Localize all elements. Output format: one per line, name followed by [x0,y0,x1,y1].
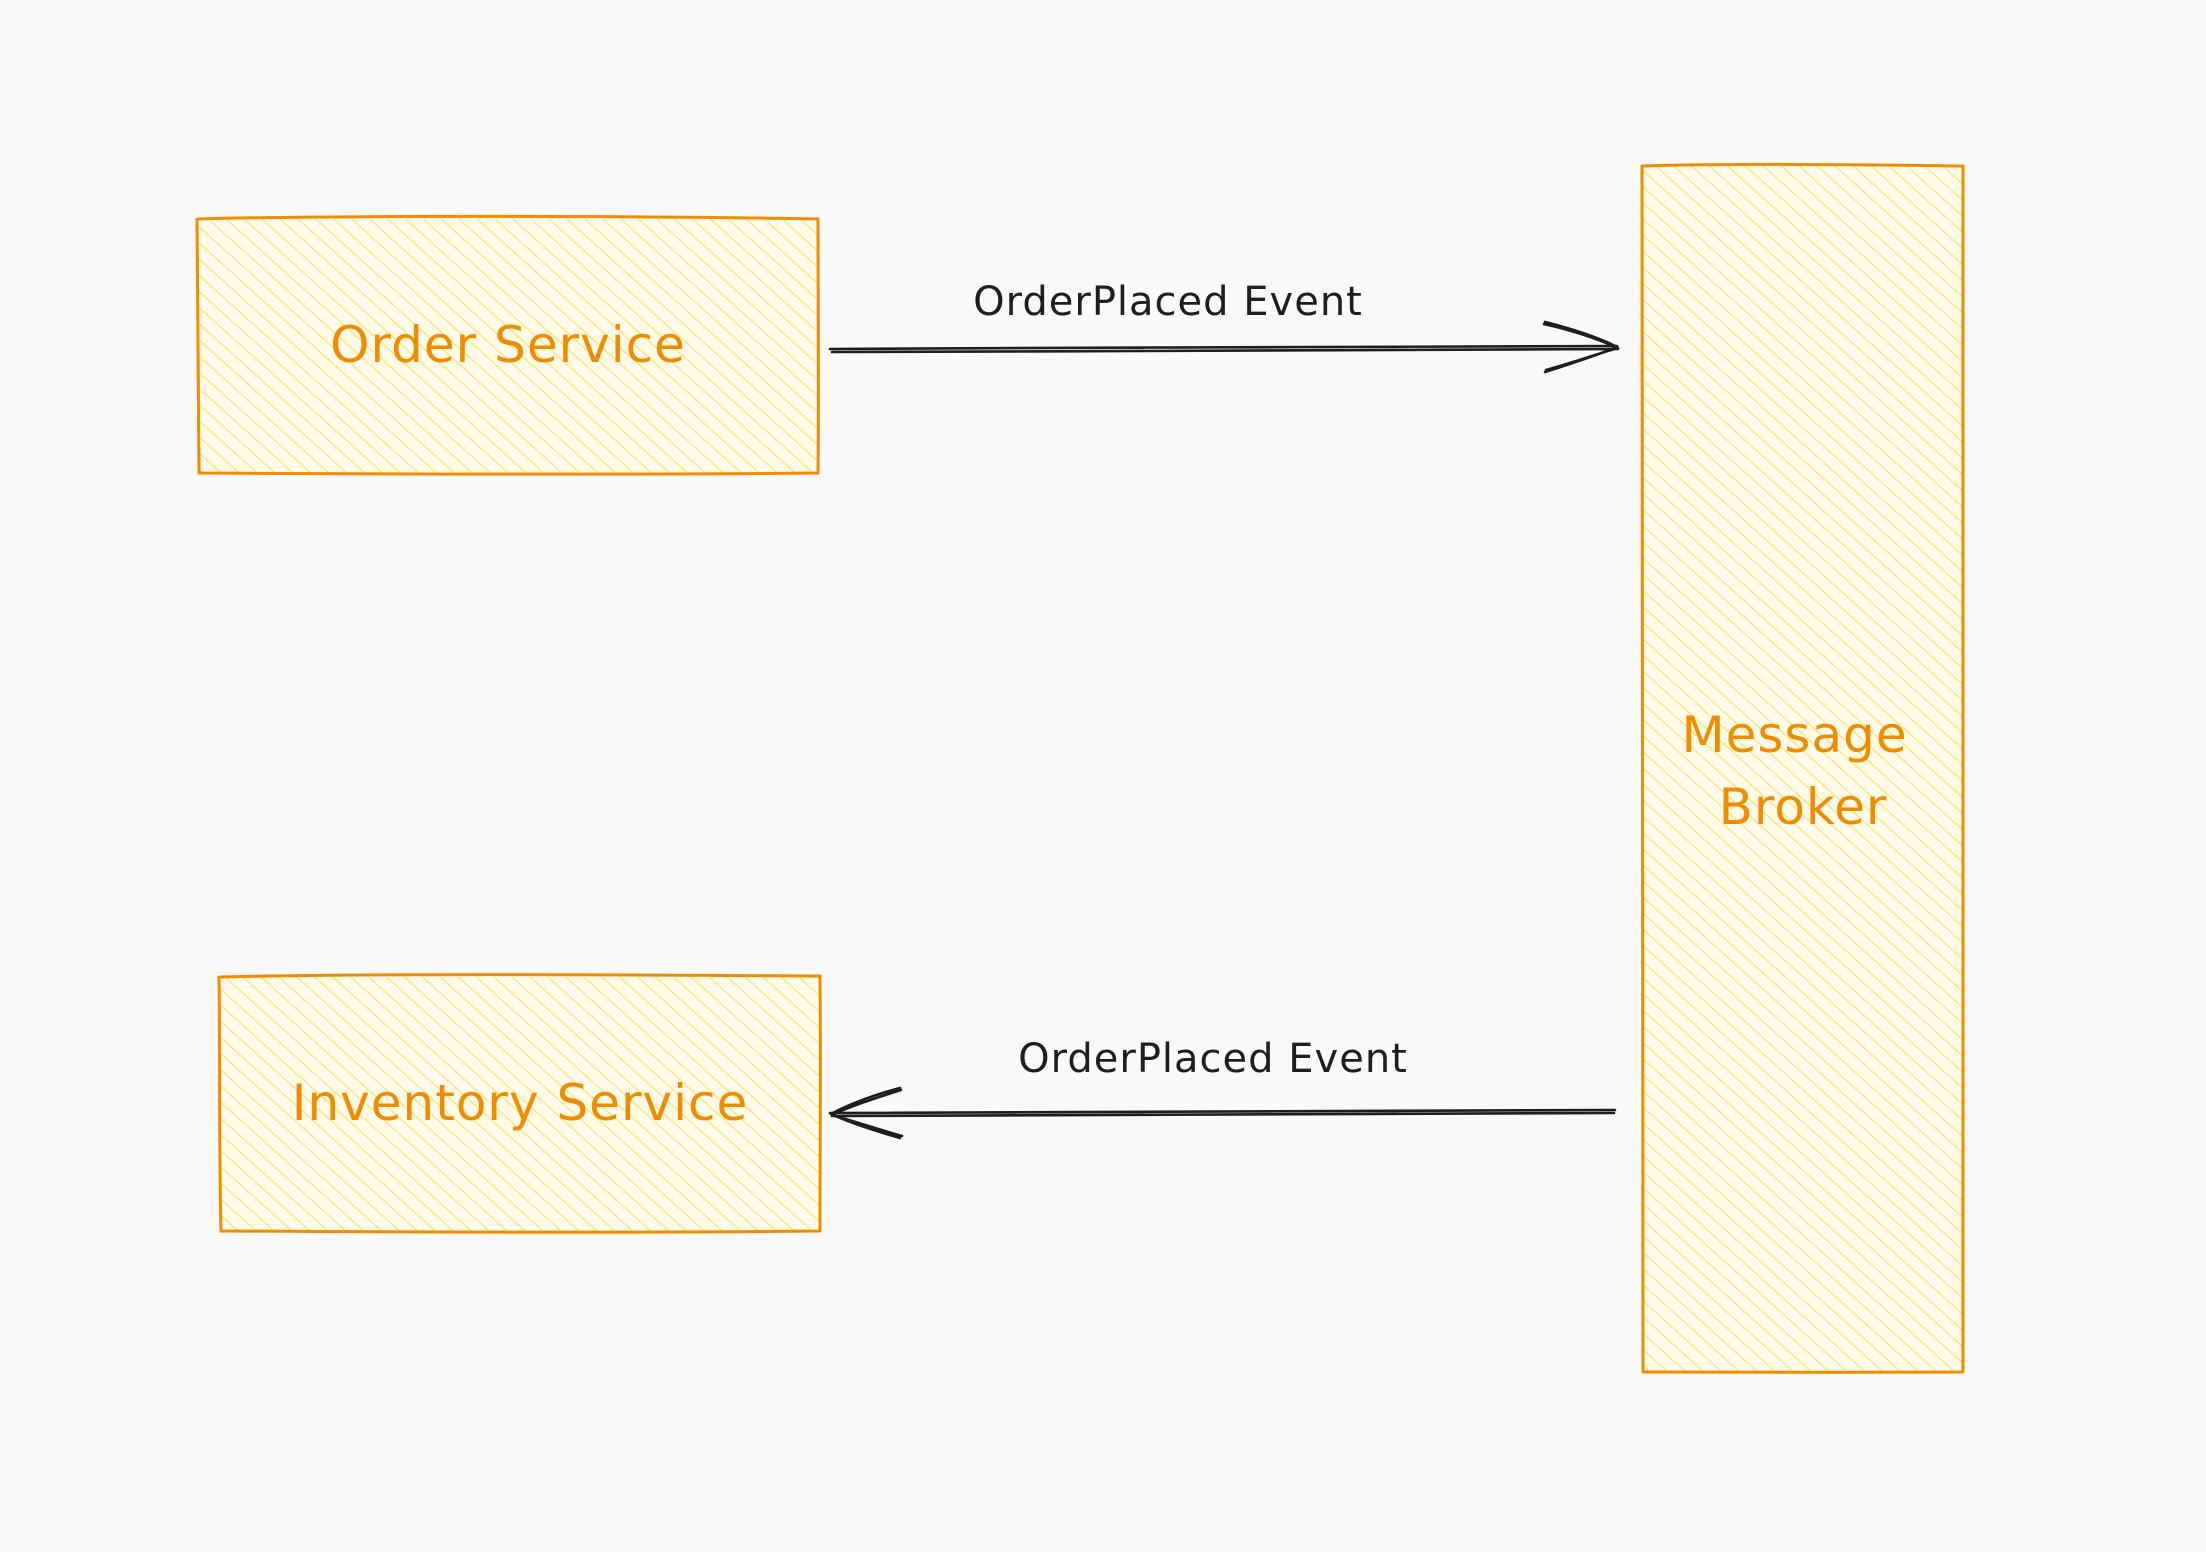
edge-order-to-broker-label: OrderPlaced Event [973,279,1363,325]
edge-order-to-broker[interactable]: OrderPlaced Event [828,279,1620,374]
edge-order-to-broker-line [828,344,1620,354]
order-service-label: Order Service [330,316,686,374]
edge-broker-to-inventory[interactable]: OrderPlaced Event [828,1036,1617,1140]
message-broker-label-line-1: Message [1681,706,1907,764]
edge-broker-to-inventory-label: OrderPlaced Event [1018,1036,1408,1082]
order-service-node[interactable]: Order Service [195,214,820,476]
message-broker-label: Message Broker [1681,706,1924,836]
message-broker-label-line-2: Broker [1719,778,1888,836]
message-broker-node[interactable]: Message Broker [1640,162,1965,1374]
edge-broker-to-inventory-line [828,1108,1617,1118]
inventory-service-node[interactable]: Inventory Service [217,973,822,1234]
arrowhead-right-icon [1542,320,1620,374]
inventory-service-label: Inventory Service [292,1074,749,1132]
arrowhead-left-icon [829,1086,904,1140]
